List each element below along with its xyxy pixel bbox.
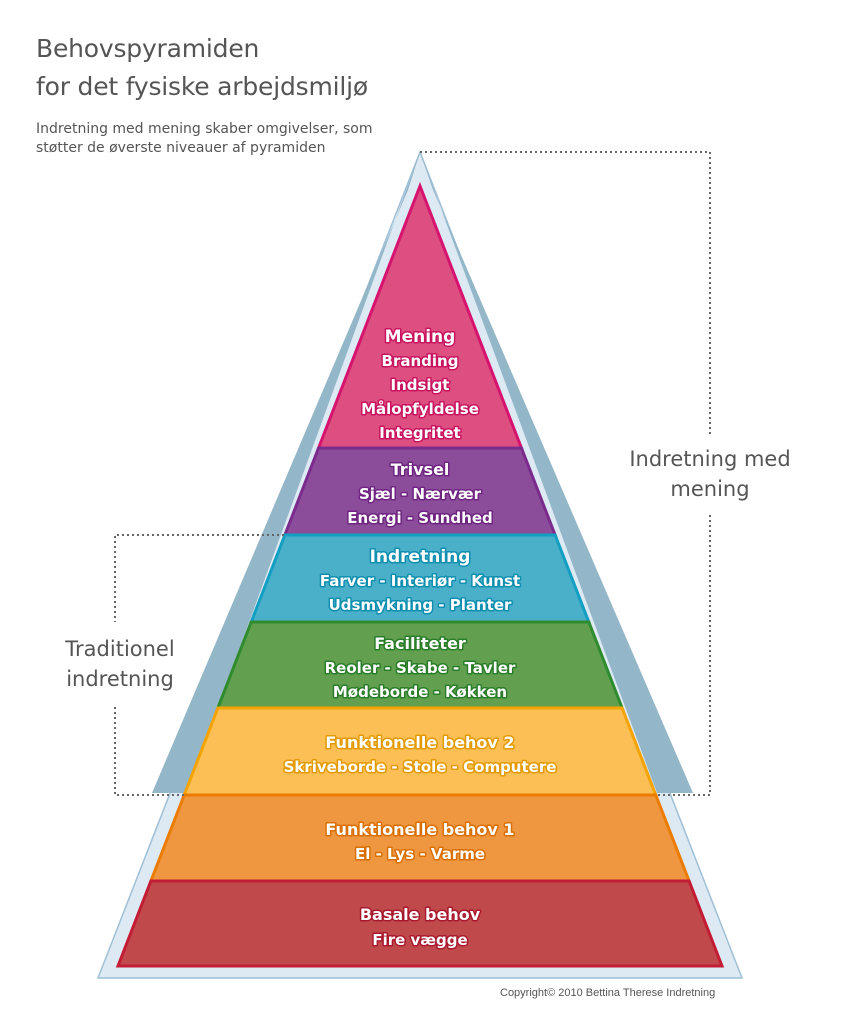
level-mening-item: Integritet xyxy=(379,424,460,442)
level-mening-item: Målopfyldelse xyxy=(361,400,479,418)
page-title-line-2: for det fysiske arbejdsmiljø xyxy=(36,72,368,101)
label-right-line-2: mening xyxy=(670,477,750,501)
level-trivsel-title: Trivsel xyxy=(391,460,450,479)
subtitle-line-2: støtter de øverste niveauer af pyramiden xyxy=(36,140,326,156)
level-funktionelle1-title: Funktionelle behov 1 xyxy=(325,820,514,839)
level-mening-title: Mening xyxy=(385,327,456,347)
level-faciliteter-item: Reoler - Skabe - Tavler xyxy=(325,659,516,677)
label-traditionel-indretning: Traditionel indretning xyxy=(40,634,200,694)
copyright-notice: Copyright© 2010 Bettina Therese Indretni… xyxy=(500,987,716,999)
label-right-line-1: Indretning med xyxy=(629,447,791,471)
page-title-line-1: Behovspyramiden xyxy=(36,34,260,63)
level-basale-band xyxy=(115,879,725,968)
level-funktionelle2-item: Skriveborde - Stole - Computere xyxy=(284,758,557,776)
pyramid-levels: MeningBrandingIndsigtMålopfyldelseIntegr… xyxy=(115,181,725,968)
level-trivsel-item: Sjæl - Nærvær xyxy=(359,485,482,503)
level-faciliteter-item: Mødeborde - Køkken xyxy=(333,683,507,701)
level-mening: MeningBrandingIndsigtMålopfyldelseIntegr… xyxy=(316,181,524,450)
subtitle-line-1: Indretning med mening skaber omgivelser,… xyxy=(36,121,373,137)
level-funktionelle1: Funktionelle behov 1 El - Lys - Varme xyxy=(148,793,692,883)
label-indretning-med-mening: Indretning med mening xyxy=(598,444,822,504)
level-indretning-item: Udsmykning - Planter xyxy=(329,596,512,614)
label-left-line-2: indretning xyxy=(66,667,174,691)
bracket-right-bottom xyxy=(658,515,711,796)
level-basale-item: Fire vægge xyxy=(372,931,467,949)
level-funktionelle1-item: El - Lys - Varme xyxy=(355,845,485,863)
subtitle: Indretning med mening skaber omgivelser,… xyxy=(36,120,373,158)
level-funktionelle2-title: Funktionelle behov 2 xyxy=(325,733,514,752)
bracket-left-bottom xyxy=(114,707,186,796)
label-left-line-1: Traditionel xyxy=(65,637,175,661)
bracket-right-top xyxy=(420,151,711,435)
level-indretning-item: Farver - Interiør - Kunst xyxy=(320,572,520,590)
bracket-left-top xyxy=(114,534,284,622)
level-faciliteter-title: Faciliteter xyxy=(374,634,466,653)
bracket-lines xyxy=(114,151,711,796)
level-mening-item: Branding xyxy=(382,352,459,370)
level-basale-title: Basale behov xyxy=(360,905,481,924)
level-mening-item: Indsigt xyxy=(391,376,450,394)
level-funktionelle2: Funktionelle behov 2 Skriveborde - Stole … xyxy=(182,706,658,797)
level-indretning-title: Indretning xyxy=(370,547,471,567)
level-trivsel-item: Energi - Sundhed xyxy=(347,509,493,527)
